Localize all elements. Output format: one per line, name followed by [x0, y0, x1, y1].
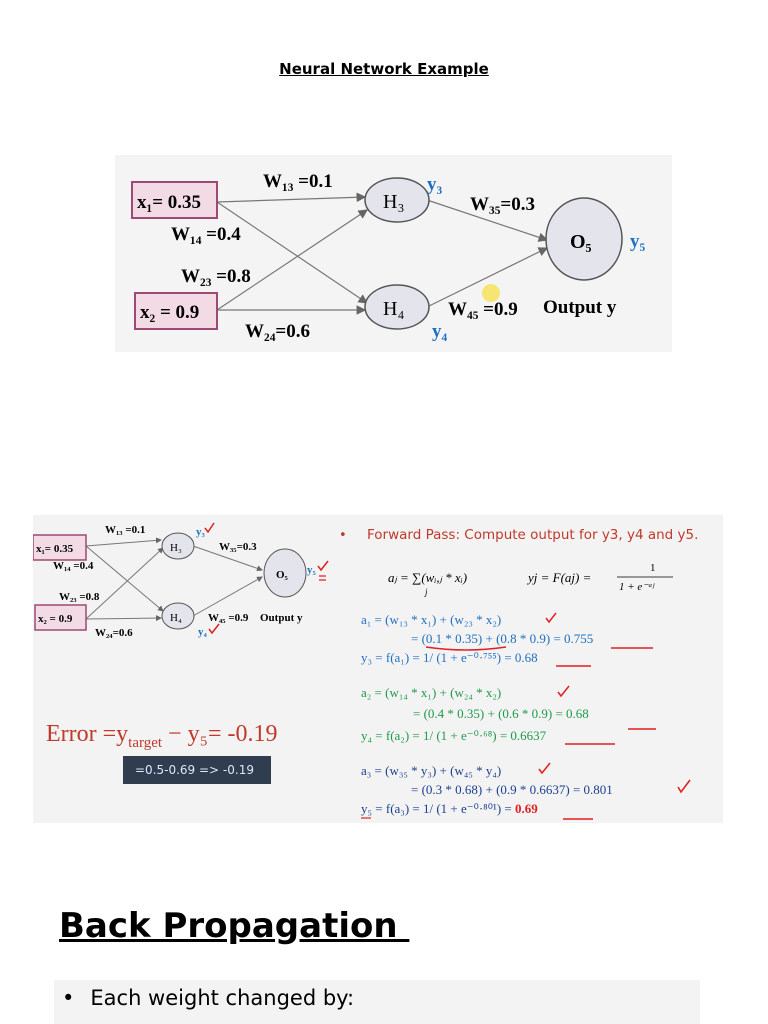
y5-result: 0.69	[515, 801, 538, 816]
mini-weight-w13: W₁₃ =0.1	[105, 524, 145, 536]
a1-underline	[425, 646, 507, 651]
node-h3	[364, 177, 430, 223]
bullet-text: Each weight changed by:	[90, 986, 355, 1010]
output-label: Output y	[543, 297, 617, 318]
mini-node-o5-label: O₅	[276, 569, 289, 581]
node-o5-label: O₅	[570, 231, 592, 253]
section-heading: Back Propagation	[59, 906, 410, 946]
formula-denominator: 1 + e⁻ᵃʲ	[619, 581, 655, 593]
mini-input-x1	[32, 534, 87, 561]
mini-y5-label: y₅	[307, 564, 317, 576]
edge-h3-o5	[426, 199, 549, 242]
edge-x2-h3	[216, 209, 368, 311]
network-diagram-figure: x₁= 0.35 x₂ = 0.9 H₃ H₄ O₅ W₁₃ =0.1 W₁₄ …	[115, 155, 672, 352]
cursor-highlight	[482, 284, 500, 302]
input-x2-box	[134, 292, 218, 330]
mini-node-h3-label: H₃	[170, 542, 182, 554]
mini-y4-label: y₄	[198, 626, 208, 638]
mini-weight-w45: W₄₅ =0.9	[208, 612, 249, 624]
a2-line1: a₂ = (w₁₄ * x₁) + (w₂₄ * x₂)	[361, 685, 501, 700]
weight-w24: W₂₄=0.6	[245, 321, 310, 342]
y3-label: y₃	[427, 174, 443, 195]
check-a1-icon	[545, 612, 557, 624]
weight-w14: W₁₄ =0.4	[171, 224, 241, 245]
network-diagram: x₁= 0.35 x₂ = 0.9 H₃ H₄ O₅ W₁₃ =0.1 W₁₄ …	[131, 171, 646, 342]
edge-h4-o5	[426, 247, 549, 308]
note-text: =0.5-0.69 => -0.19	[135, 763, 254, 777]
edge-x1-h4	[216, 201, 368, 304]
weight-w45: W₄₅ =0.9	[448, 299, 518, 320]
check-y3-icon	[204, 522, 215, 534]
a3-line1: a₃ = (w₃₅ * y₃) + (w₄₅ * y₄)	[361, 763, 501, 778]
bullet-background	[54, 980, 700, 1024]
formula-aj: aⱼ = ∑(wᵢ,ⱼ * xᵢ)	[388, 570, 467, 585]
weight-w35: W₃₅=0.3	[470, 194, 535, 215]
y3-equation: y₃ = f(a₁) = 1/ (1 + e⁻⁰·⁷⁵⁵) = 0.68	[361, 650, 538, 665]
forward-pass-heading: Forward Pass: Compute output for y3, y4 …	[367, 527, 698, 543]
a2-line2: = (0.4 * 0.35) + (0.6 * 0.9) = 0.68	[413, 706, 589, 721]
note-box	[123, 756, 271, 784]
y5-label: y₅	[630, 231, 646, 252]
check-a3-icon	[538, 762, 551, 775]
check-y4-icon	[208, 623, 220, 635]
weight-w13: W₁₃ =0.1	[263, 171, 333, 192]
bullet-item: • Each weight changed by:	[62, 986, 354, 1010]
mini-edge-x1-h3	[85, 537, 162, 547]
mini-node-h3	[161, 532, 195, 560]
mini-edge-x1-h4	[85, 545, 164, 612]
mini-edge-x2-h4	[85, 615, 162, 622]
mini-input-x2	[34, 604, 87, 631]
mini-weight-w23: W₂₃ =0.8	[59, 591, 100, 603]
check-a3-result-icon	[677, 779, 691, 794]
a3-line2: = (0.3 * 0.68) + (0.9 * 0.6637) = 0.801	[411, 782, 613, 797]
error-rest: − y₅= -0.19	[162, 721, 277, 747]
a1-line1: a₁ = (w₁₃ * x₁) + (w₂₃ * x₂)	[361, 612, 501, 627]
check-a2-icon	[557, 685, 570, 698]
mini-input-x1-label: x₁= 0.35	[36, 543, 74, 555]
forward-pass-slide: x₁= 0.35 x₂ = 0.9 H₃ H₄ O₅ W₁₃ =0.1 W₁₄ …	[32, 515, 723, 823]
formula-yj: yj = F(aj) =	[526, 570, 591, 585]
mini-edge-h4-o5	[192, 576, 263, 617]
page-title: Neural Network Example	[279, 60, 489, 78]
y4-equation: y₄ = f(a₂) = 1/ (1 + e⁻⁰·⁶⁸) = 0.6637	[361, 728, 547, 743]
input-x1-box	[131, 181, 218, 219]
node-h3-label: H₃	[383, 191, 404, 213]
double-underline-icon	[319, 575, 326, 581]
input-x1-label: x₁= 0.35	[137, 192, 201, 213]
mini-input-x2-label: x₂ = 0.9	[38, 613, 73, 625]
mini-weight-w24: W₂₄=0.6	[95, 627, 133, 639]
y4-label: y₄	[432, 321, 448, 342]
mini-node-h4	[161, 602, 195, 630]
error-equation: Error =ytarget − y₅= -0.19	[46, 721, 277, 751]
check-y5-icon	[317, 560, 329, 572]
formula-numerator: 1	[650, 562, 656, 574]
weight-w23: W₂₃ =0.8	[181, 266, 251, 287]
error-text: Error =y	[46, 721, 128, 747]
formula-sum-index: j	[424, 587, 428, 597]
mini-output-label: Output y	[260, 612, 303, 624]
mini-edge-x2-h3	[85, 547, 164, 620]
error-subscript: target	[128, 735, 163, 751]
forward-pass-svg: x₁= 0.35 x₂ = 0.9 H₃ H₄ O₅ W₁₃ =0.1 W₁₄ …	[32, 522, 698, 820]
y5-equation: y₅ = f(a₃) = 1/ (1 + e⁻⁰·⁸⁰¹) = 0.69	[361, 801, 538, 816]
mini-weight-w35: W₃₅=0.3	[219, 541, 257, 553]
y5-equation-text: y₅ = f(a₃) = 1/ (1 + e⁻⁰·⁸⁰¹) =	[361, 801, 515, 816]
input-x2-label: x₂ = 0.9	[140, 302, 199, 323]
a1-line2: = (0.1 * 0.35) + (0.8 * 0.9) = 0.755	[411, 631, 593, 646]
bullet-dot: •	[62, 986, 75, 1010]
mini-weight-w14: W₁₄ =0.4	[53, 560, 94, 572]
mini-edge-h3-o5	[192, 545, 263, 572]
node-h4	[364, 284, 430, 330]
forward-pass-bullet: •	[339, 528, 347, 543]
node-o5	[545, 197, 623, 281]
mini-node-o5	[263, 548, 307, 598]
node-h4-label: H₄	[383, 298, 404, 320]
edge-x1-h3	[216, 192, 367, 203]
mini-y3-label: y₃	[196, 526, 206, 538]
mini-node-h4-label: H₄	[170, 612, 182, 624]
